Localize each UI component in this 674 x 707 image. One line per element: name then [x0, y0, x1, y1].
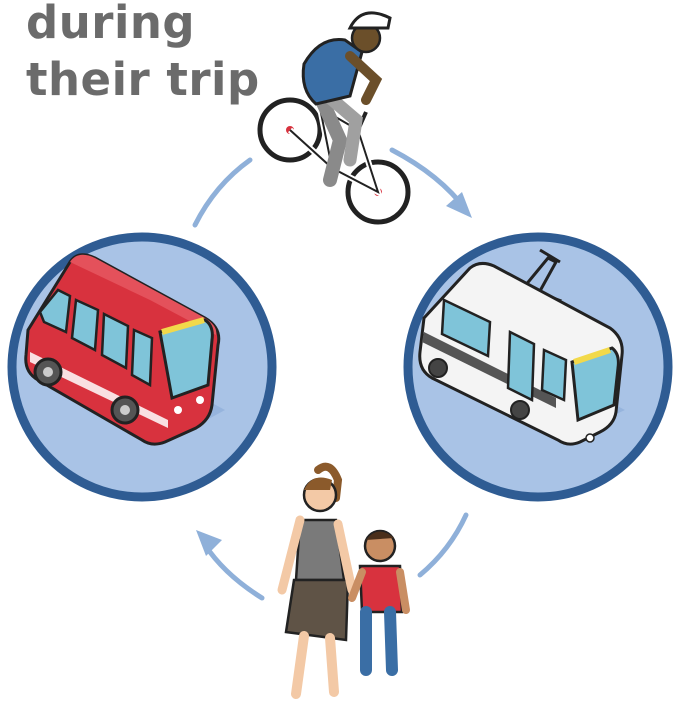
heading-line-1: during	[26, 0, 196, 49]
heading: during their trip	[26, 0, 260, 108]
arc-top-left	[192, 157, 253, 228]
arrowhead-top-right	[446, 192, 472, 218]
heading-line-2: their trip	[26, 53, 260, 106]
cyclist-icon	[257, 11, 411, 225]
train-icon	[403, 232, 673, 502]
pedestrians-icon	[277, 462, 410, 699]
arrow-bottom-left	[202, 542, 265, 601]
bus-icon	[7, 232, 277, 502]
arc-bottom-right	[417, 512, 469, 578]
arrowhead-bottom-left	[196, 530, 222, 556]
